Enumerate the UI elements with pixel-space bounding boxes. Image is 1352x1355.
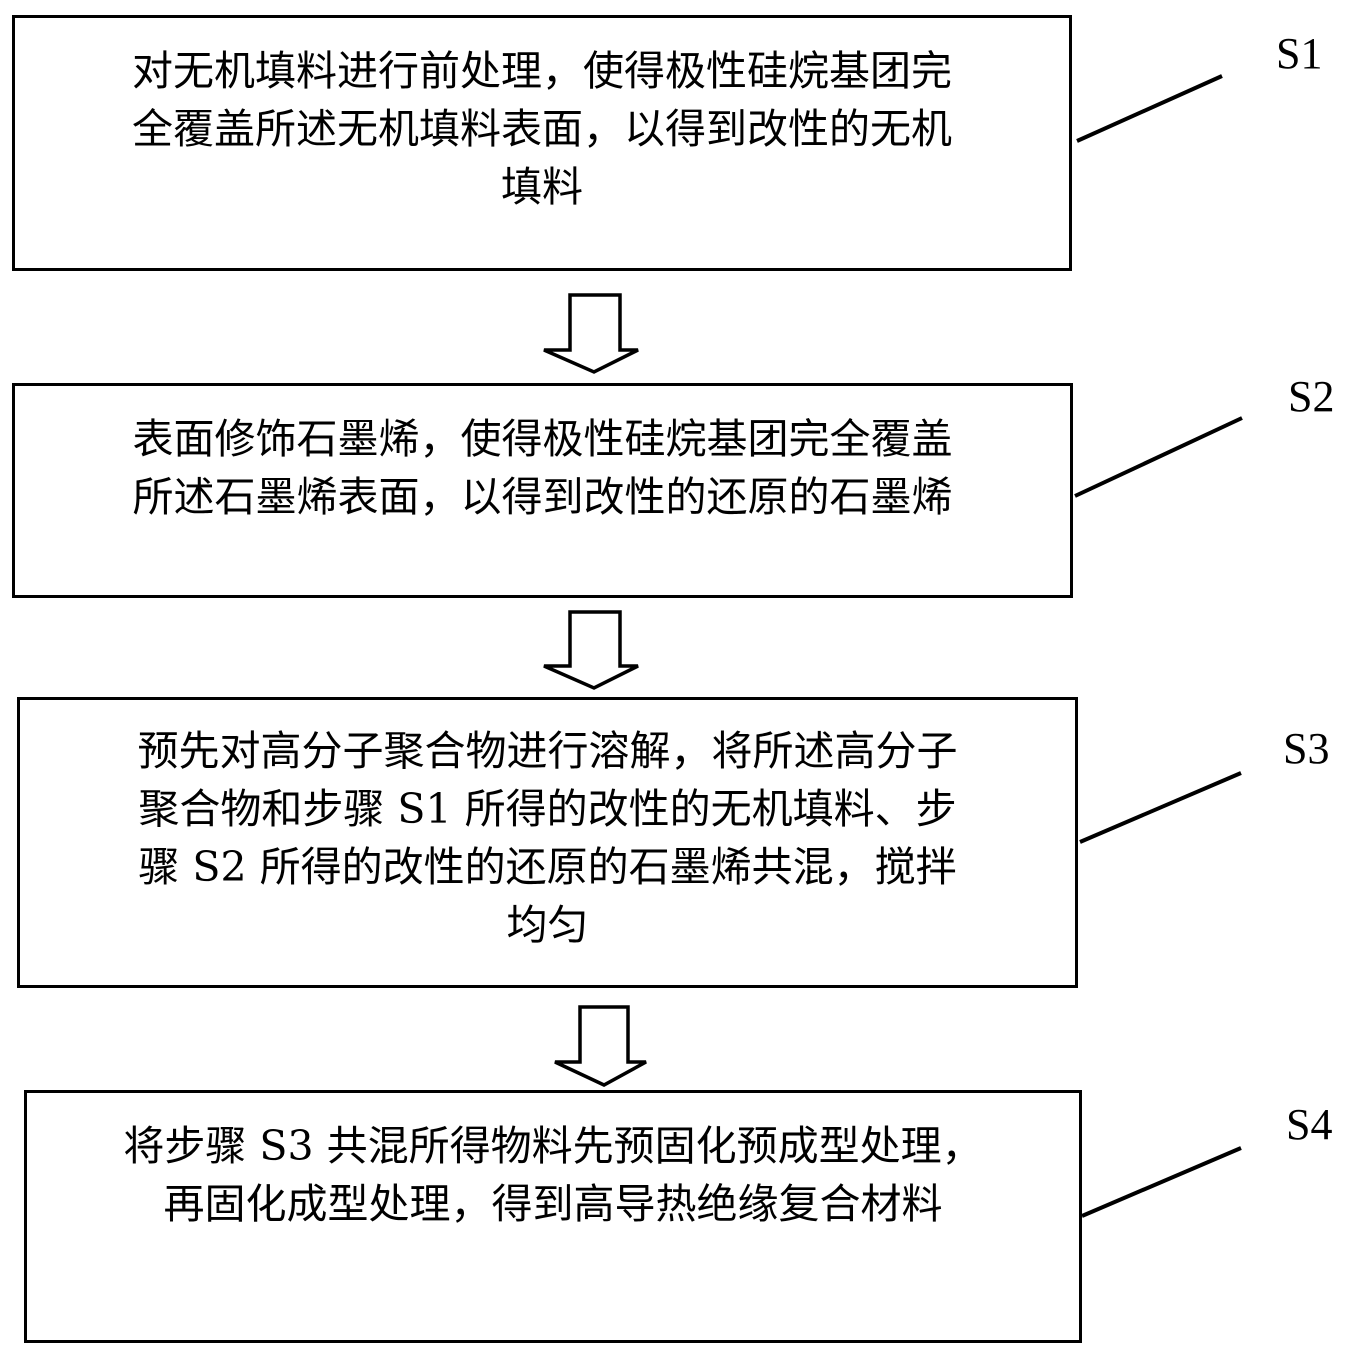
leader-line-s2 xyxy=(1074,416,1243,498)
step-s2-line-2: 所述石墨烯表面，以得到改性的还原的石墨烯 xyxy=(132,473,953,521)
step-s3-line-4: 均匀 xyxy=(506,901,589,949)
step-box-s4: 将步骤 S3 共混所得物料先预固化预成型处理， 再固化成型处理，得到高导热绝缘复… xyxy=(24,1090,1082,1343)
step-box-s2: 表面修饰石墨烯，使得极性硅烷基团完全覆盖 所述石墨烯表面，以得到改性的还原的石墨… xyxy=(12,383,1073,598)
step-label-s2: S2 xyxy=(1288,372,1335,421)
step-s1-line-3: 填料 xyxy=(501,163,583,211)
step-s4-line-2: 再固化成型处理，得到高导热绝缘复合材料 xyxy=(163,1180,943,1228)
step-text-s4: 将步骤 S3 共混所得物料先预固化预成型处理， 再固化成型处理，得到高导热绝缘复… xyxy=(27,1117,1079,1233)
step-s4-line-1: 将步骤 S3 共混所得物料先预固化预成型处理， xyxy=(123,1122,983,1170)
step-s3-line-2: 聚合物和步骤 S1 所得的改性的无机填料、步 xyxy=(138,785,957,833)
step-s1-line-2: 全覆盖所述无机填料表面，以得到改性的无机 xyxy=(132,105,952,153)
leader-line-s3 xyxy=(1079,771,1242,844)
step-label-s4: S4 xyxy=(1286,1100,1333,1149)
down-arrow-icon-s1-s2 xyxy=(543,293,639,374)
step-label-s3: S3 xyxy=(1283,724,1330,773)
step-text-s2: 表面修饰石墨烯，使得极性硅烷基团完全覆盖 所述石墨烯表面，以得到改性的还原的石墨… xyxy=(15,410,1070,526)
step-text-s1: 对无机填料进行前处理，使得极性硅烷基团完 全覆盖所述无机填料表面，以得到改性的无… xyxy=(15,42,1069,216)
down-arrow-icon-s2-s3 xyxy=(543,610,639,690)
leader-line-s4 xyxy=(1081,1146,1242,1218)
step-s3-line-1: 预先对高分子聚合物进行溶解，将所述高分子 xyxy=(137,727,958,775)
step-s3-line-3: 骤 S2 所得的改性的还原的石墨烯共混，搅拌 xyxy=(138,843,957,891)
step-box-s1: 对无机填料进行前处理，使得极性硅烷基团完 全覆盖所述无机填料表面，以得到改性的无… xyxy=(12,15,1072,271)
step-box-s3: 预先对高分子聚合物进行溶解，将所述高分子 聚合物和步骤 S1 所得的改性的无机填… xyxy=(17,697,1078,988)
leader-line-s1 xyxy=(1076,74,1223,143)
down-arrow-icon-s3-s4 xyxy=(554,1005,647,1087)
step-label-s1: S1 xyxy=(1276,29,1323,78)
step-s2-line-1: 表面修饰石墨烯，使得极性硅烷基团完全覆盖 xyxy=(132,415,953,463)
step-s1-line-1: 对无机填料进行前处理，使得极性硅烷基团完 xyxy=(132,47,952,95)
step-text-s3: 预先对高分子聚合物进行溶解，将所述高分子 聚合物和步骤 S1 所得的改性的无机填… xyxy=(20,722,1075,954)
